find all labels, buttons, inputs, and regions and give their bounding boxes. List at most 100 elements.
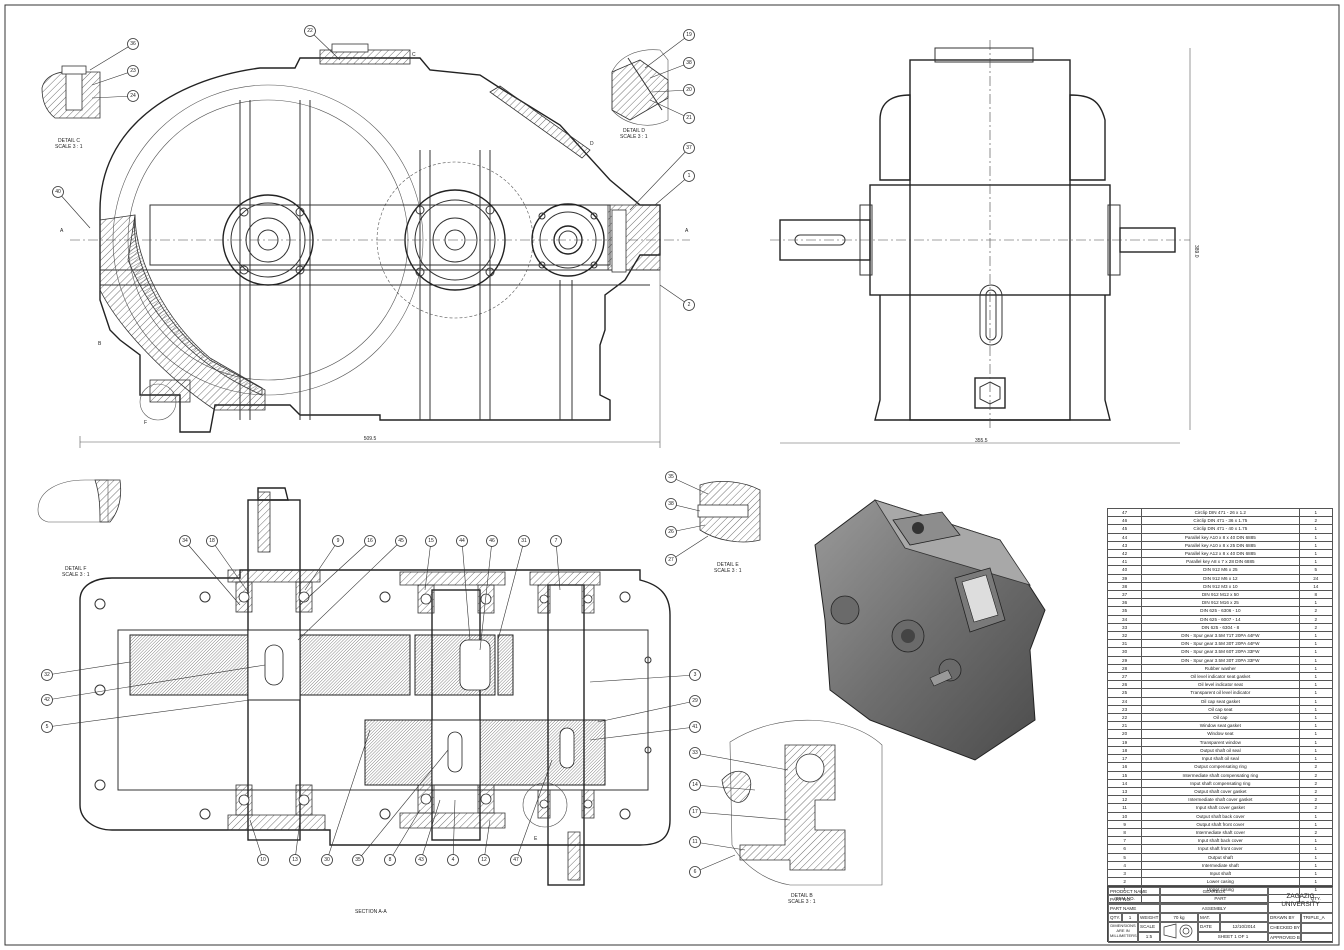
balloon: 22 [304, 25, 341, 61]
balloon: 10 [249, 819, 269, 866]
balloon: 1 [654, 170, 695, 206]
balloon-circle [518, 535, 530, 547]
bom-part-name: DIN - Spur gear 3.5M 30T 20PA 33FW [1141, 655, 1300, 665]
bom-item-no: 35 [1106, 606, 1143, 616]
bom-part-name: Input shaft [1141, 868, 1300, 879]
balloon-leader [57, 191, 91, 229]
balloon: 38 [665, 498, 701, 512]
bom-item-no: 46 [1106, 516, 1143, 526]
bom-part-name: Output shaft cover gasket [1141, 786, 1300, 797]
bom-item-no: 33 [1106, 622, 1143, 633]
bom-part-name: Input shaft back cover [1141, 836, 1300, 846]
balloon: 8 [384, 809, 421, 866]
bom-part-name: DIN 625 - 6306 - 10 [1141, 606, 1300, 616]
bom-item-no: 15 [1106, 770, 1143, 780]
balloon-circle [447, 854, 459, 866]
mat-label: MAT. [1198, 913, 1220, 922]
balloon: 16 [299, 535, 376, 606]
bom-qty: 5 [1298, 565, 1333, 575]
bom-qty: 1 [1298, 540, 1333, 551]
detail-letter-d: D [590, 141, 594, 147]
balloon-label: 20 [686, 87, 692, 93]
bom-qty: 1 [1298, 639, 1333, 649]
balloon-circle [352, 854, 364, 866]
balloon: 13 [289, 819, 301, 866]
balloon-leader [694, 811, 791, 821]
checked-by-label: CHECKED BY [1268, 923, 1301, 933]
balloon: 42 [41, 664, 266, 706]
balloon-label: 6 [694, 869, 697, 875]
side-width-dim: 355.5 [975, 438, 988, 444]
detail-letter-f: F [144, 420, 147, 426]
bom-item-no: 16 [1106, 762, 1143, 772]
balloon-label: 17 [692, 809, 698, 815]
bom-part-name: DIN 625 - 6304 - 8 [1141, 622, 1300, 633]
balloon-label: 42 [44, 697, 50, 703]
bom-item-no: 36 [1106, 598, 1143, 608]
bom-item-no: 17 [1106, 754, 1143, 764]
balloon-circle [127, 38, 139, 50]
detail-d: DETAIL D SCALE 3 : 1 [611, 49, 669, 140]
balloon: 35 [665, 471, 709, 495]
part-name-label: PART NAME [1108, 904, 1160, 913]
balloon-label: 18 [209, 538, 215, 544]
bom-part-name: Oil level indicator seat gasket [1141, 672, 1300, 682]
balloon-circle [665, 554, 677, 566]
balloon-leader [46, 661, 131, 676]
balloon-label: 36 [130, 41, 136, 47]
balloon-label: 2 [688, 302, 691, 308]
detail-b-scale: SCALE 3 : 1 [788, 899, 816, 905]
bom-qty: 2 [1298, 778, 1333, 788]
bom-qty: 1 [1298, 557, 1333, 567]
balloon-leader [357, 749, 449, 861]
detail-b-title: DETAIL B [791, 893, 813, 899]
section-letter-a2: A [685, 228, 689, 234]
balloon-label: 23 [130, 68, 136, 74]
bom-qty: 2 [1298, 786, 1333, 797]
balloon-leader [649, 62, 690, 79]
scale: 1:5 [1138, 932, 1160, 943]
detail-letter-b: B [98, 341, 102, 347]
balloon-label: 22 [307, 28, 313, 34]
bom-qty: 1 [1298, 704, 1333, 715]
bom-item-no: 43 [1106, 540, 1143, 551]
section-a-a: E SECTION A-A [79, 487, 671, 915]
bom-item-no: 44 [1106, 532, 1143, 542]
balloon-label: 13 [292, 857, 298, 863]
bom-qty: 1 [1298, 745, 1333, 756]
bom-item-no: 24 [1106, 696, 1143, 706]
balloon-circle [689, 669, 701, 681]
bom-part-name: Output shaft front cover [1141, 819, 1300, 829]
balloon-circle [52, 186, 64, 198]
front-width-dim: 509.5 [364, 436, 377, 442]
balloon-label: 1 [688, 173, 691, 179]
balloon-leader [694, 841, 746, 851]
balloon-leader [479, 540, 493, 651]
balloon-label: 46 [489, 538, 495, 544]
balloon-label: 38 [668, 501, 674, 507]
balloon: 47 [510, 759, 553, 866]
detail-c-title: DETAIL C [58, 138, 80, 144]
balloon-label: 7 [555, 538, 558, 544]
bom-qty: 1 [1298, 836, 1333, 846]
balloon-leader [555, 540, 561, 591]
product-name: GEARBOX [1160, 887, 1268, 895]
detail-letter-e: E [534, 836, 538, 842]
detail-letter-c: C [412, 52, 416, 58]
balloon-circle [257, 854, 269, 866]
bom-part-name: Output compensating ring [1141, 762, 1300, 772]
balloon: 30 [321, 729, 371, 866]
